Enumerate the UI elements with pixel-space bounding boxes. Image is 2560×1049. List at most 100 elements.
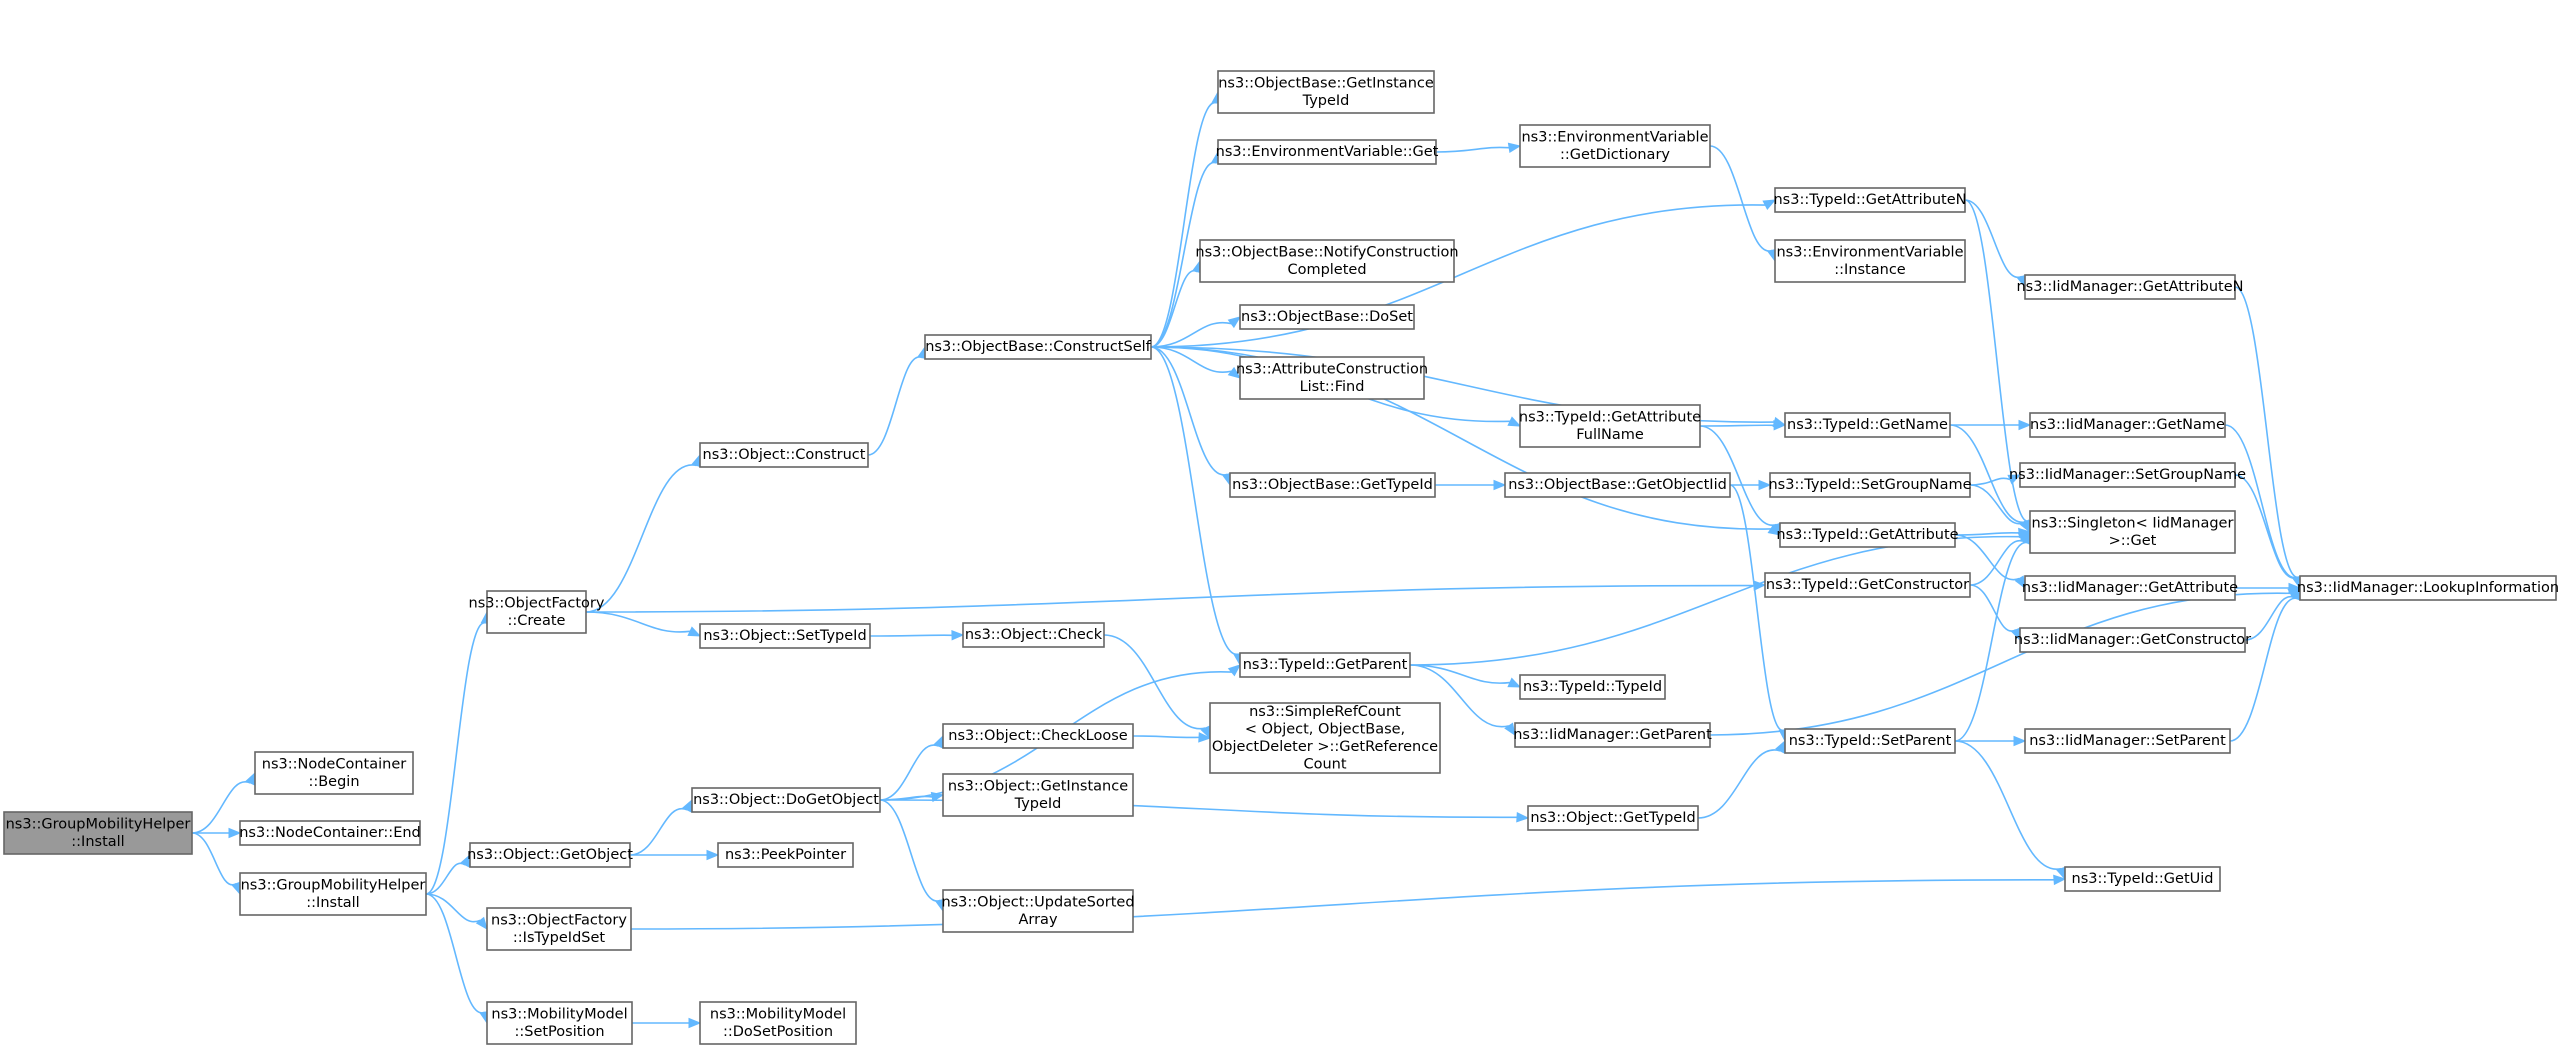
node-tid-getconstructor[interactable]: ns3::TypeId::GetConstructor <box>1764 572 1971 598</box>
node-label: ns3::AttributeConstruction <box>1236 361 1428 377</box>
edge-tid-getattribute-to-iid-getattribute <box>1954 534 2020 581</box>
node-mm-dosetposition[interactable]: ns3::MobilityModel::DoSetPosition <box>699 1001 857 1045</box>
node-ev-instance[interactable]: ns3::EnvironmentVariable::Instance <box>1774 239 1966 283</box>
arrowhead-icon <box>2053 874 2067 886</box>
node-ob-gettypeid[interactable]: ns3::ObjectBase::GetTypeId <box>1229 472 1436 498</box>
node-of-istypeidset[interactable]: ns3::ObjectFactory::IsTypeIdSet <box>486 907 632 951</box>
node-iid-setparent[interactable]: ns3::IidManager::SetParent <box>2024 728 2231 754</box>
edge-tid-getparent-to-singleton-get <box>1409 535 2021 666</box>
node-obj-gettypeid[interactable]: ns3::Object::GetTypeId <box>1527 805 1699 831</box>
node-box <box>3 811 193 855</box>
node-label: ns3::ObjectBase::NotifyConstruction <box>1195 244 1458 260</box>
edge-ob-constructself-to-tid-getparent <box>1150 346 1239 655</box>
edge-iid-getparent-to-iid-lookupinformation <box>1709 592 2291 736</box>
node-label: ns3::TypeId::GetParent <box>1243 657 1408 673</box>
node-tid-getuid[interactable]: ns3::TypeId::GetUid <box>2064 866 2221 892</box>
node-mm-setposition[interactable]: ns3::MobilityModel::SetPosition <box>486 1001 633 1045</box>
edge-obj-check-to-simplerefcount <box>1103 634 1206 730</box>
node-tid-setgroupname[interactable]: ns3::TypeId::SetGroupName <box>1768 472 1972 498</box>
node-box <box>2024 575 2236 601</box>
node-ev-get[interactable]: ns3::EnvironmentVariable::Get <box>1216 139 1439 165</box>
node-box <box>2024 274 2236 300</box>
node-box <box>486 1001 633 1045</box>
arrowhead-icon <box>1507 677 1522 688</box>
node-simplerefcount[interactable]: ns3::SimpleRefCount< Object, ObjectBase,… <box>1209 702 1441 774</box>
node-label: ns3::Object::GetInstance <box>948 778 1128 794</box>
node-obj-check[interactable]: ns3::Object::Check <box>962 622 1105 648</box>
node-box <box>1519 674 1666 700</box>
node-label: ns3::ObjectBase::DoSet <box>1241 309 1413 325</box>
node-nc-end[interactable]: ns3::NodeContainer::End <box>239 820 421 846</box>
node-box <box>1209 702 1441 774</box>
node-singleton-get[interactable]: ns3::Singleton< IidManager>::Get <box>2029 510 2236 554</box>
node-of-create[interactable]: ns3::ObjectFactory::Create <box>469 590 605 634</box>
arrowhead-icon <box>687 626 702 637</box>
node-ob-doset[interactable]: ns3::ObjectBase::DoSet <box>1239 304 1415 330</box>
node-gmh-install-root[interactable]: ns3::GroupMobilityHelper::Install <box>3 811 193 855</box>
node-gmh-install[interactable]: ns3::GroupMobilityHelper::Install <box>239 872 427 916</box>
node-peekpointer[interactable]: ns3::PeekPointer <box>717 842 854 868</box>
node-label: ns3::TypeId::GetAttributeN <box>1773 192 1966 208</box>
node-ob-notifyconstruction[interactable]: ns3::ObjectBase::NotifyConstructionCompl… <box>1195 239 1459 283</box>
node-obj-construct[interactable]: ns3::Object::Construct <box>699 442 869 468</box>
edge-tid-getattributefullname-to-tid-getattribute <box>1699 425 1777 526</box>
node-iid-getattribute[interactable]: ns3::IidManager::GetAttribute <box>2022 575 2238 601</box>
node-iid-getattributen[interactable]: ns3::IidManager::GetAttributeN <box>2016 274 2244 300</box>
node-box <box>1519 404 1701 448</box>
node-label: ::Begin <box>308 774 359 790</box>
node-nc-begin[interactable]: ns3::NodeContainer::Begin <box>254 751 414 795</box>
node-tid-getattribute[interactable]: ns3::TypeId::GetAttribute <box>1776 522 1959 548</box>
node-tid-getattributen[interactable]: ns3::TypeId::GetAttributeN <box>1773 187 1967 213</box>
node-obj-getobject[interactable]: ns3::Object::GetObject <box>467 842 633 868</box>
node-box <box>942 723 1134 749</box>
node-label: ns3::TypeId::GetAttribute <box>1519 409 1701 425</box>
edge-ob-constructself-to-tid-getattributen <box>1150 204 1766 348</box>
node-label: ns3::IidManager::GetAttribute <box>2022 580 2238 596</box>
arrowhead-icon <box>228 827 242 839</box>
node-ob-getobjectiid[interactable]: ns3::ObjectBase::GetObjectIid <box>1504 472 1731 498</box>
node-iid-getparent[interactable]: ns3::IidManager::GetParent <box>1513 722 1712 748</box>
node-label: ns3::Object::SetTypeId <box>703 628 866 644</box>
node-obj-dogetobject[interactable]: ns3::Object::DoGetObject <box>691 787 881 813</box>
arrowhead-icon <box>1775 739 1786 754</box>
node-iid-getconstructor[interactable]: ns3::IidManager::GetConstructor <box>2014 627 2251 653</box>
node-iid-getname[interactable]: ns3::IidManager::GetName <box>2029 412 2226 438</box>
node-tid-getparent[interactable]: ns3::TypeId::GetParent <box>1239 652 1411 678</box>
edge-gmh-install-to-mm-setposition <box>425 893 486 1014</box>
node-tid-typeid[interactable]: ns3::TypeId::TypeId <box>1519 674 1666 700</box>
node-tid-setparent[interactable]: ns3::TypeId::SetParent <box>1784 728 1956 754</box>
node-label: ::SetPosition <box>514 1024 604 1040</box>
arrowhead-icon <box>245 771 256 786</box>
node-label: ns3::ObjectBase::ConstructSelf <box>925 339 1151 355</box>
node-label: ns3::TypeId::GetUid <box>2072 871 2214 887</box>
node-label: ns3::EnvironmentVariable <box>1776 244 1963 260</box>
edge-tid-getparent-to-iid-getparent <box>1409 664 1510 728</box>
node-box <box>469 842 631 868</box>
edge-obj-settypeid-to-obj-check <box>869 634 953 637</box>
edge-ob-constructself-to-ob-notifyconstruction <box>1150 270 1198 348</box>
node-box <box>924 334 1152 360</box>
node-iid-lookupinformation[interactable]: ns3::IidManager::LookupInformation <box>2297 575 2559 601</box>
node-box <box>1229 472 1436 498</box>
node-ob-constructself[interactable]: ns3::ObjectBase::ConstructSelf <box>924 334 1152 360</box>
node-tid-getname[interactable]: ns3::TypeId::GetName <box>1784 412 1951 438</box>
node-label: < Object, ObjectBase, <box>1245 721 1405 737</box>
node-box <box>486 590 587 634</box>
node-obj-settypeid[interactable]: ns3::Object::SetTypeId <box>699 623 871 649</box>
edge-iid-setparent-to-iid-lookupinformation <box>2229 597 2299 742</box>
node-obj-checkloose[interactable]: ns3::Object::CheckLoose <box>942 723 1134 749</box>
node-iid-setgroupname[interactable]: ns3::IidManager::SetGroupName <box>2009 462 2246 488</box>
edge-tid-getname-to-singleton-get <box>1949 424 2027 523</box>
edge-ob-constructself-to-ob-doset <box>1150 321 1232 348</box>
node-label: ::DoSetPosition <box>723 1024 833 1040</box>
edge-tid-getattribute-to-singleton-get <box>1954 531 2020 536</box>
node-label: ns3::NodeContainer::End <box>239 825 421 841</box>
node-ev-getdictionary[interactable]: ns3::EnvironmentVariable::GetDictionary <box>1519 124 1711 168</box>
edge-ev-getdictionary-to-ev-instance <box>1709 145 1773 252</box>
